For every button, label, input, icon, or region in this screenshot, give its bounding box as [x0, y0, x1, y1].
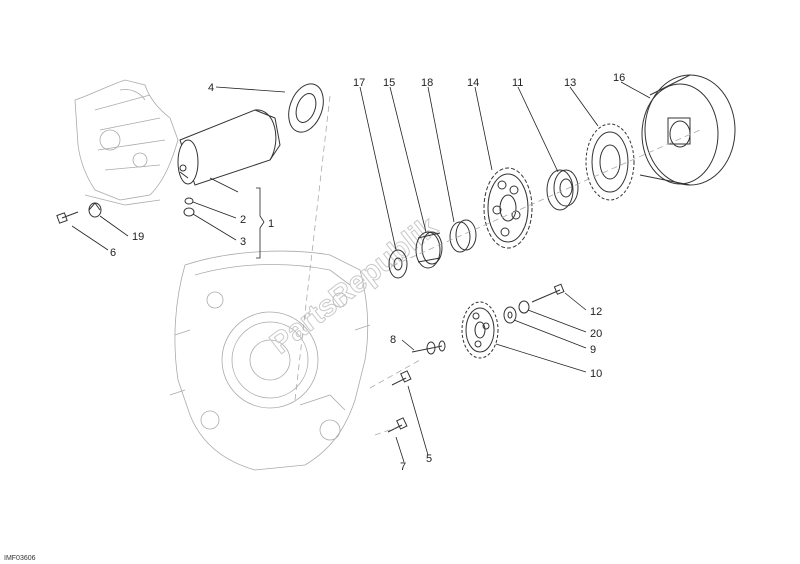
callout-17: 17 [353, 77, 365, 89]
starter-flange-ring [288, 83, 324, 133]
callout-4: 4 [208, 82, 214, 94]
washer-20 [518, 300, 530, 314]
spacer-19 [88, 202, 102, 218]
flywheel-16 [639, 74, 736, 186]
bushing-18 [449, 219, 477, 253]
assembly-axes [294, 95, 701, 436]
gear-14 [483, 167, 533, 249]
watermark: PartsRepublik [264, 210, 444, 360]
washer-9 [503, 306, 517, 324]
callout-6: 6 [110, 247, 116, 259]
hub-11 [546, 169, 579, 211]
callout-labels: 4 17 15 18 14 11 13 16 2 1 3 19 6 12 20 … [110, 72, 625, 473]
group-brace-1 [256, 187, 265, 259]
bolt-12 [531, 283, 565, 303]
needle-bearing-15 [415, 231, 443, 269]
figure-code: IMF03606 [4, 555, 36, 562]
starter-motor [177, 109, 281, 186]
washer-2 [184, 197, 194, 205]
callout-18: 18 [421, 77, 433, 89]
callout-14: 14 [467, 77, 479, 89]
callout-2: 2 [240, 214, 246, 226]
callout-13: 13 [564, 77, 576, 89]
callout-7: 7 [400, 461, 406, 473]
callout-11: 11 [512, 77, 523, 89]
callout-5: 5 [426, 453, 432, 465]
bolt-6 [56, 211, 79, 224]
callout-8: 8 [390, 334, 396, 346]
callout-16: 16 [613, 72, 625, 84]
callout-15: 15 [383, 77, 395, 89]
callout-10: 10 [590, 368, 602, 380]
washer-17 [388, 249, 408, 279]
callout-19: 19 [132, 231, 144, 243]
engine-frame-drawing [74, 79, 179, 206]
crankcase-drawing [169, 250, 371, 471]
callout-1: 1 [268, 218, 274, 230]
screw-5 [391, 370, 412, 386]
nut-3 [183, 207, 195, 217]
freewheel-ring-13 [585, 123, 635, 201]
callout-20: 20 [590, 328, 602, 340]
callout-9: 9 [590, 344, 596, 356]
leader-lines [71, 81, 651, 463]
callout-3: 3 [240, 236, 246, 248]
screw-7 [387, 417, 408, 433]
callout-12: 12 [590, 306, 602, 318]
pin-8 [411, 340, 446, 355]
gear-10 [461, 301, 499, 359]
